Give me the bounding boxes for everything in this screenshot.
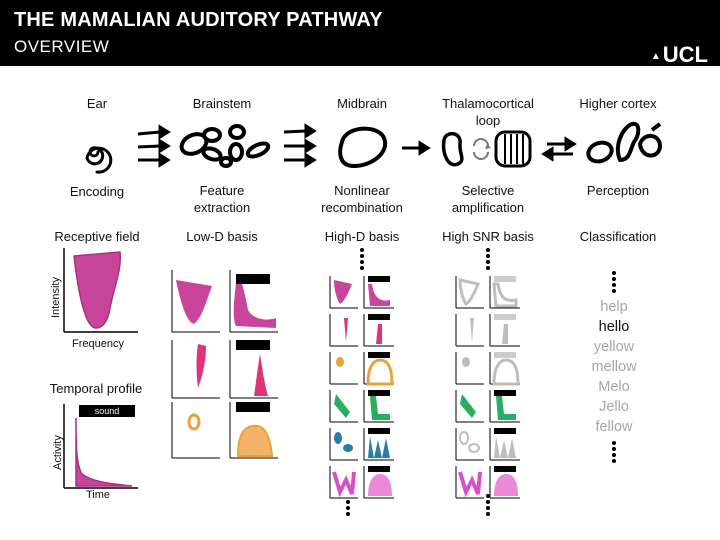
- dome-icon: ▲: [650, 51, 661, 62]
- word-mellow: mellow: [591, 359, 637, 375]
- pathway-diagram: [85, 121, 663, 174]
- ellipsis-bottom: [346, 500, 350, 516]
- classification-ellipsis-top: [612, 271, 616, 293]
- stage-function-ear: Encoding: [69, 184, 125, 199]
- stage-name-cortex: Higher cortex: [579, 96, 657, 111]
- time-axis-label: Time: [86, 489, 111, 501]
- page-subtitle: OVERVIEW: [14, 37, 110, 56]
- temporal-profile-title: Temporal profile: [49, 381, 143, 396]
- word-yellow: yellow: [593, 339, 635, 355]
- page-title: THE MAMALIAN AUDITORY PATHWAY: [14, 9, 383, 31]
- ellipsis-top: [486, 248, 490, 270]
- classification-ellipsis-bottom: [612, 441, 616, 463]
- ellipsis-top: [360, 248, 364, 270]
- stage-basis-ear: Receptive field: [54, 229, 140, 244]
- arrows-brainstem-midbrain: [283, 123, 317, 168]
- ucl-logo: ▲UCL: [651, 44, 708, 68]
- midbrain-icon: [338, 126, 388, 169]
- receptive-field-plot: [63, 248, 138, 333]
- stage-name-midbrain: Midbrain: [337, 96, 387, 111]
- auditory-cortex-icon: [494, 130, 532, 168]
- stage-name-brainstem: Brainstem: [192, 96, 252, 111]
- word-melo: Melo: [598, 379, 630, 395]
- stage-function-cortex: Perception: [586, 183, 650, 198]
- title-bar: THE MAMALIAN AUDITORY PATHWAY OVERVIEW ▲…: [0, 0, 720, 66]
- stage-basis-brainstem: Low-D basis: [186, 229, 258, 244]
- arrow-midbrain-thalamus: [402, 140, 431, 156]
- stage-name-ear: Ear: [86, 96, 108, 111]
- temporal-profile-plot: [63, 404, 138, 489]
- ellipsis-bottom: [486, 494, 490, 516]
- brainstem-icon: [179, 124, 271, 168]
- higher-cortex-icon: [586, 121, 663, 164]
- word-hello: hello: [598, 319, 630, 335]
- high-d-basis-panels: [329, 248, 394, 516]
- stage-basis-thalamocortical: High SNR basis: [442, 229, 534, 244]
- word-fellow: fellow: [595, 419, 633, 435]
- intensity-axis-label: Intensity: [50, 277, 62, 318]
- cochlea-icon: [85, 146, 113, 174]
- loop-icon: [473, 138, 489, 160]
- logo-text: UCL: [662, 42, 708, 67]
- word-jello: Jello: [599, 399, 629, 415]
- low-d-basis-panels: [171, 270, 278, 459]
- thalamus-icon: [441, 131, 464, 167]
- stage-basis-midbrain: High-D basis: [324, 229, 400, 244]
- sound-bar: sound: [79, 405, 135, 417]
- stage-basis-cortex: Classification: [579, 229, 657, 244]
- high-snr-basis-panels: [455, 248, 520, 516]
- frequency-axis-label: Frequency: [72, 338, 124, 350]
- word-help: help: [600, 299, 628, 315]
- arrows-ear-brainstem: [137, 124, 171, 168]
- bidirectional-arrows: [541, 136, 577, 162]
